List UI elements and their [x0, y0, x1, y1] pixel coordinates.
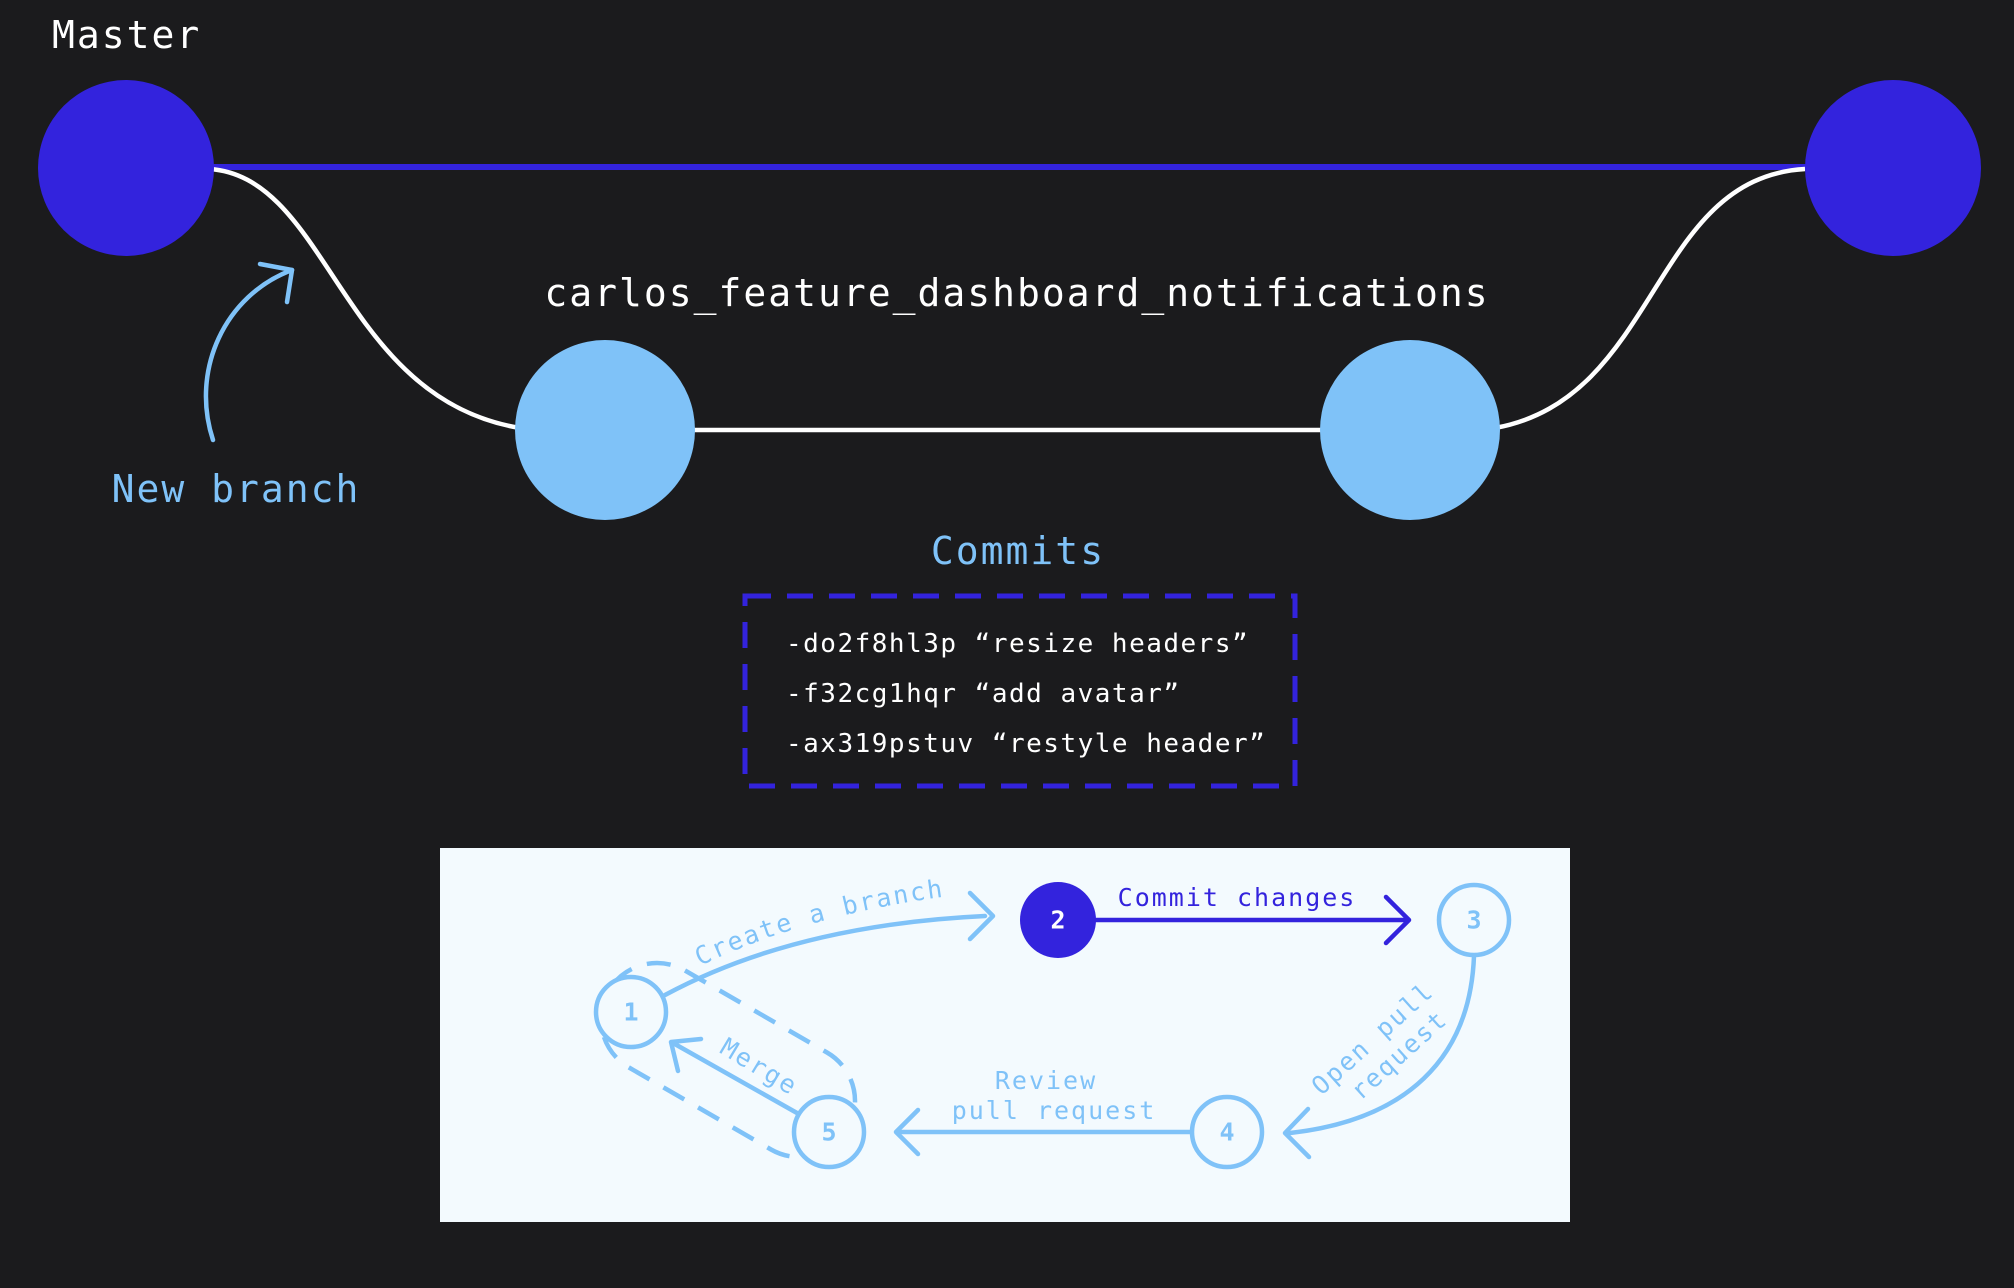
step-2-node[interactable]	[1020, 882, 1096, 958]
review-pr-label-line2: pull request	[952, 1096, 1157, 1125]
master-commit-end[interactable]	[1805, 80, 1981, 256]
commit-changes-arrowhead-icon	[1383, 894, 1412, 946]
new-branch-label: New branch	[112, 467, 361, 511]
merge-edge	[670, 1040, 800, 1116]
commit-entry: -do2f8hl3p “resize headers”	[786, 629, 1249, 659]
branch-commit-2[interactable]	[1320, 340, 1500, 520]
step-1-number: 1	[623, 998, 638, 1027]
branch-merge-curve	[1494, 166, 1806, 431]
master-label: Master	[52, 13, 201, 57]
review-pr-label-line1: Review	[995, 1066, 1097, 1095]
new-branch-arrow-icon	[203, 261, 295, 443]
review-pr-arrowhead-icon	[893, 1107, 921, 1157]
open-pr-arrowhead-icon	[1282, 1106, 1312, 1160]
commit-changes-label: Commit changes	[1118, 883, 1357, 912]
step-4-node[interactable]	[1189, 1094, 1265, 1170]
commits-title: Commits	[931, 529, 1105, 573]
commit-entry: -ax319pstuv “restyle header”	[786, 729, 1266, 759]
create-branch-arrowhead-icon	[967, 890, 996, 942]
step-2-number: 2	[1050, 906, 1065, 935]
branch-out-curve	[209, 166, 521, 431]
step-5-number: 5	[821, 1118, 836, 1147]
merge-arrowhead-icon	[668, 1036, 704, 1074]
commit-entry: -f32cg1hqr “add avatar”	[786, 679, 1181, 709]
step-3-node[interactable]	[1436, 882, 1512, 958]
create-branch-edge	[662, 913, 988, 998]
step-3-number: 3	[1466, 906, 1481, 935]
commits-box	[742, 593, 1298, 789]
master-commit-start[interactable]	[38, 80, 214, 256]
git-graph: Master carlos_feature_dashboard_notifica…	[38, 13, 1981, 789]
step-4-number: 4	[1219, 1118, 1234, 1147]
workflow-panel: 1 2 3 4 5 Create a branch Commit changes…	[440, 848, 1570, 1222]
branch-commit-1[interactable]	[515, 340, 695, 520]
step-5-node[interactable]	[791, 1094, 867, 1170]
open-pr-edge	[1287, 953, 1477, 1136]
step-1-node[interactable]	[593, 974, 669, 1050]
branch-label: carlos_feature_dashboard_notifications	[544, 271, 1489, 316]
